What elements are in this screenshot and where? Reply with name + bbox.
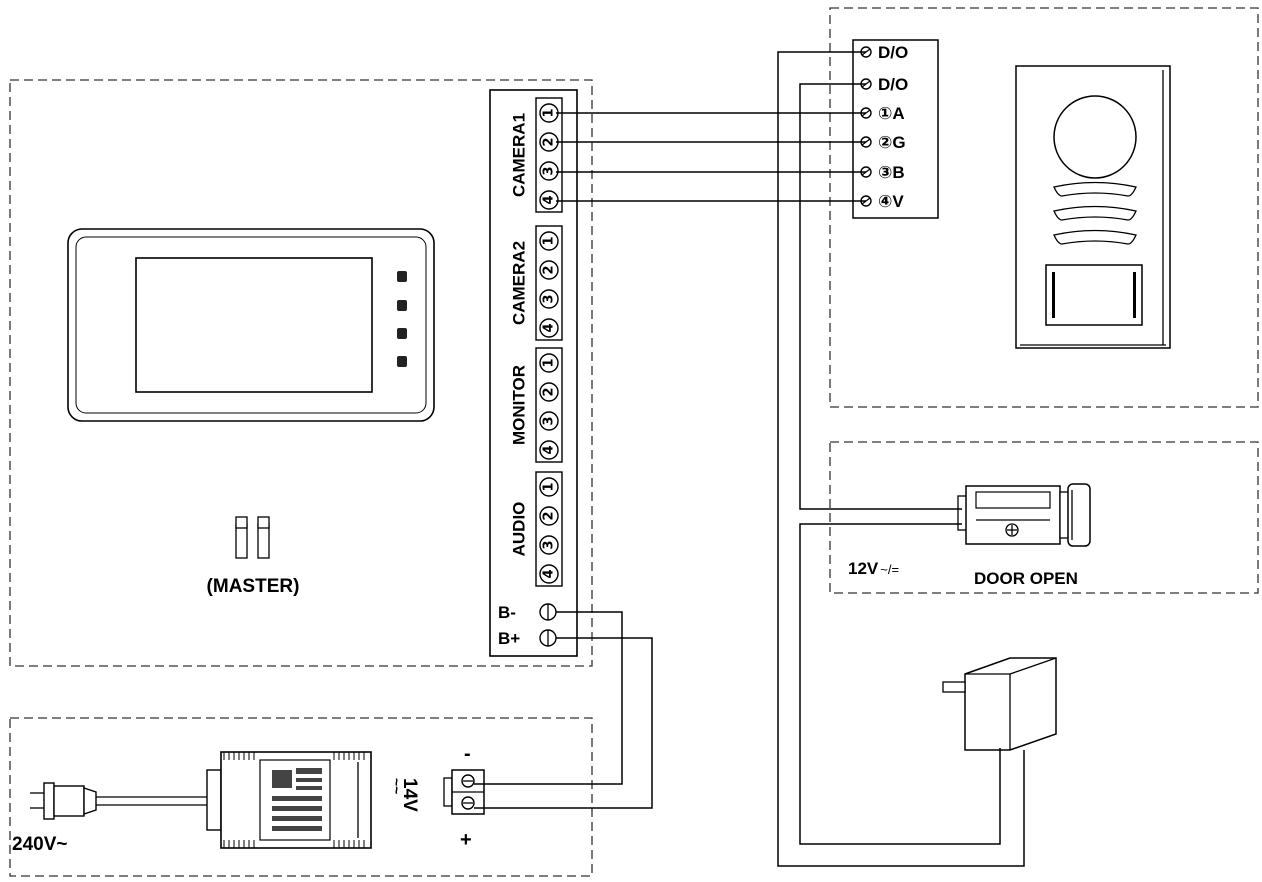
- terminal-group-label: CAMERA2: [509, 241, 528, 325]
- master-label: (MASTER): [207, 576, 300, 597]
- door-station-terminal-label: ③B: [878, 163, 905, 182]
- terminal-pin-label: 3: [542, 294, 557, 303]
- wiring: [474, 51, 1025, 867]
- wire-do-1: [777, 51, 1025, 867]
- dip-switch-icon: [235, 516, 270, 559]
- wire-do-2: [799, 83, 962, 510]
- monitor-button-2: [397, 300, 407, 311]
- terminal-pin-label: 3: [542, 540, 557, 549]
- terminal-group-label: AUDIO: [509, 502, 528, 557]
- wire-battery-plus: [474, 637, 653, 809]
- door-station-terminal: ①A: [860, 104, 905, 123]
- door-station-panel: [1015, 65, 1171, 349]
- battery-plus-label: B+: [498, 629, 520, 648]
- terminal-pin-label: 4: [542, 445, 557, 454]
- terminal-pin-label: 1: [542, 236, 557, 245]
- terminal-group-label: MONITOR: [509, 365, 528, 445]
- call-button-icon: [1045, 264, 1143, 326]
- door-open-label: DOOR OPEN: [974, 569, 1078, 588]
- monitor-button-3: [397, 328, 407, 339]
- battery-minus-label: B-: [498, 603, 516, 622]
- terminal-group-camera2: CAMERA2 1 2 3 4: [509, 225, 563, 341]
- psu-minus-label: -: [464, 743, 471, 765]
- terminal-pin-label: 2: [542, 265, 557, 274]
- battery-terminal-plus: B+: [498, 629, 557, 648]
- terminal-pin-label: 2: [542, 137, 557, 146]
- terminal-pin-label: 1: [542, 358, 557, 367]
- terminal-pin-label: 2: [542, 387, 557, 396]
- lock-voltage-label: 12V~/=: [848, 559, 899, 578]
- terminal-group-monitor: MONITOR 1 2 3 4: [509, 347, 563, 463]
- monitor-button-1: [397, 271, 407, 282]
- monitor-button-4: [397, 356, 407, 367]
- terminal-pin-label: 4: [542, 323, 557, 332]
- monitor-enclosure: [9, 79, 593, 667]
- wire-lock-adapter: [799, 523, 1001, 845]
- door-lock-enclosure: [829, 441, 1259, 594]
- ac-symbol-label: ~~: [389, 778, 405, 794]
- door-station-terminal-label: ④V: [878, 192, 904, 211]
- terminal-group-audio: AUDIO 1 2 3 4: [509, 471, 563, 587]
- door-station-terminal-block: [852, 39, 939, 219]
- door-station-terminal: D/O: [860, 43, 908, 62]
- wire-battery-minus: [474, 611, 623, 785]
- door-lock-icon: [957, 483, 1091, 547]
- wall-adapter-icon: [942, 657, 1057, 751]
- terminal-pin-label: 4: [542, 195, 557, 204]
- terminal-pin-label: 2: [542, 511, 557, 520]
- door-station-terminal-label: ②G: [878, 133, 906, 152]
- door-station-terminal: ②G: [860, 133, 906, 152]
- terminal-pin-label: 3: [542, 416, 557, 425]
- mains-voltage-label: 240V~: [12, 834, 67, 855]
- power-supply-enclosure: [9, 717, 593, 877]
- terminal-pin-label: 1: [542, 108, 557, 117]
- terminal-pin-label: 3: [542, 166, 557, 175]
- indoor-monitor: [67, 228, 435, 422]
- door-station-terminal-label: D/O: [878, 75, 908, 94]
- door-station-terminal-label: D/O: [878, 43, 908, 62]
- terminal-group-camera1: CAMERA1 1 2 3 4: [509, 97, 563, 213]
- door-station-terminal-label: ①A: [878, 104, 905, 123]
- camera-lens-icon: [1053, 95, 1137, 179]
- terminal-pin-label: 1: [542, 482, 557, 491]
- mains-plug-icon: [30, 782, 97, 820]
- psu-plus-label: +: [460, 829, 472, 851]
- power-transformer-icon: [206, 751, 372, 849]
- monitor-buttons: [397, 271, 407, 367]
- terminal-strip: [489, 89, 578, 657]
- door-station-terminal: ③B: [860, 163, 905, 182]
- output-voltage-label: 14V: [399, 778, 420, 812]
- terminal-group-label: CAMERA1: [509, 113, 528, 197]
- monitor-screen: [135, 257, 373, 393]
- door-station-terminal: D/O: [860, 75, 908, 94]
- output-terminal-block: [443, 769, 485, 815]
- speaker-grille-icon: [1053, 181, 1137, 245]
- door-station-terminals: D/O D/O ①A ②G ③B ④V: [860, 43, 908, 211]
- door-station-enclosure: [829, 7, 1259, 408]
- terminal-pin-label: 4: [542, 569, 557, 578]
